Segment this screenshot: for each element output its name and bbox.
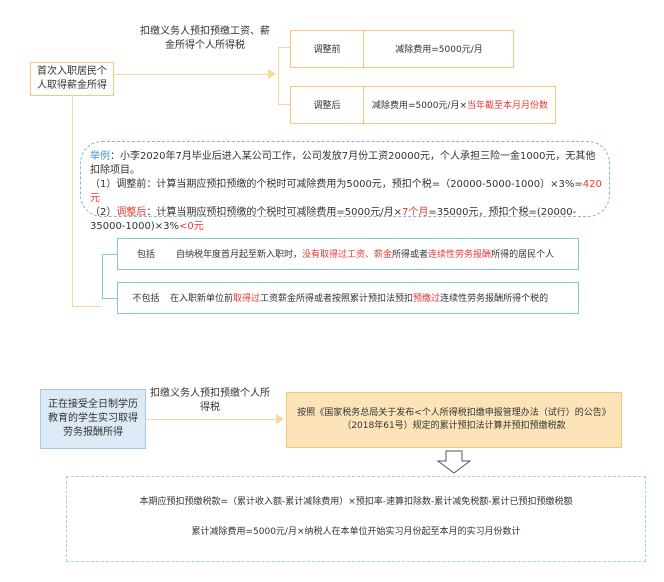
formula-current-tax: 本期应预扣预缴税款=（累计收入额-累计减除费用）×预扣率-速算扣除数-累计减免税… bbox=[139, 497, 573, 507]
student-box: 正在接受全日制学历教育的学生实习取得劳务报酬所得 bbox=[40, 389, 146, 449]
exclude-box: 不包括 在入职新单位前取得过工资薪金所得或者按照累计预扣法预扣预缴过连续性劳务报… bbox=[117, 282, 579, 314]
before-label: 调整前 bbox=[313, 44, 341, 55]
bracket-line bbox=[102, 298, 117, 299]
include-text: 自纳税年度首月起至新入职时，没有取得过工资、薪金所得或者连续性劳务报酬所得的居民… bbox=[176, 249, 555, 260]
before-value: 减除费用=5000元/月 bbox=[395, 44, 483, 55]
after-label: 调整后 bbox=[313, 100, 341, 111]
include-label: 包括 bbox=[136, 249, 155, 260]
bracket-line bbox=[278, 47, 290, 48]
first-employment-label: 首次入职居民个人取得薪金所得 bbox=[37, 66, 107, 91]
before-adjustment-box: 调整前 减除费用=5000元/月 bbox=[290, 30, 514, 69]
formula-box bbox=[66, 476, 646, 562]
exclude-text: 在入职新单位前取得过工资薪金所得或者按照累计预扣法预扣预缴过连续性劳务报酬所得个… bbox=[170, 293, 549, 304]
arrow-head-icon bbox=[276, 414, 284, 424]
arrow-head-icon bbox=[268, 69, 276, 79]
rule-box: 按照《国家税务总局关于发布<个人所得税扣缴申报管理办法（试行）的公告》（2018… bbox=[286, 392, 622, 448]
down-arrow-icon bbox=[436, 450, 472, 474]
withholding-label: 扣缴义务人预扣预缴个人所得税 bbox=[150, 388, 270, 413]
withholding-wage-label: 扣缴义务人预扣预缴工资、薪金所得个人所得税 bbox=[140, 26, 270, 51]
exclude-label: 不包括 bbox=[132, 293, 160, 304]
divider bbox=[363, 87, 364, 125]
after-value-red: 当年截至本月月份数 bbox=[467, 100, 549, 111]
after-value: 减除费用=5000元/月×当年截至本月月份数 bbox=[371, 100, 549, 111]
example-text: 举例：小李2020年7月毕业后进入某公司工作，公司发放7月份工资20000元，个… bbox=[90, 151, 602, 232]
bracket-line bbox=[102, 254, 117, 255]
bracket-line bbox=[102, 254, 103, 298]
example-box bbox=[80, 141, 610, 217]
connector-line bbox=[114, 74, 272, 75]
divider bbox=[363, 31, 364, 69]
bracket-line bbox=[278, 47, 279, 104]
connector-line bbox=[72, 96, 73, 306]
bracket-line bbox=[278, 104, 290, 105]
include-box: 包括 自纳税年度首月起至新入职时，没有取得过工资、薪金所得或者连续性劳务报酬所得… bbox=[117, 238, 579, 270]
first-employment-box: 首次入职居民个人取得薪金所得 bbox=[30, 62, 114, 96]
example-label: 举例 bbox=[90, 151, 110, 162]
connector-line bbox=[146, 419, 278, 420]
formula-cumulative-deduction: 累计减除费用=5000元/月×纳税人在本单位开始实习月份起至本月的实习月份数计 bbox=[191, 527, 521, 537]
after-adjustment-box: 调整后 减除费用=5000元/月×当年截至本月月份数 bbox=[290, 86, 556, 125]
connector-line bbox=[72, 306, 102, 307]
